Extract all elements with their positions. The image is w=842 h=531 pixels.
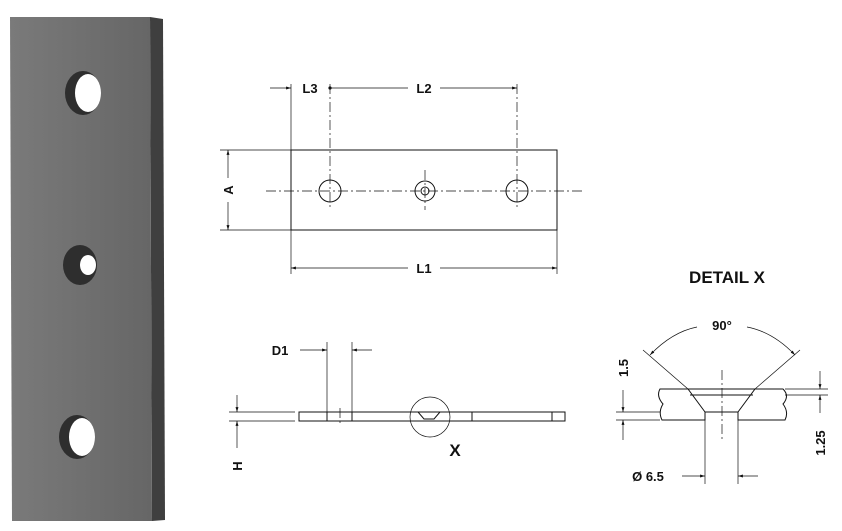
dim-d1: D1 [272,343,289,358]
photo-hole [63,245,97,285]
plate-outline [290,149,558,231]
dim-h: H [230,461,245,470]
hole [318,179,342,203]
plate-photo [10,17,165,521]
plate-edge [150,17,165,521]
detail-marker: X [449,441,461,460]
photo-hole [59,415,95,459]
dim-l3: L3 [302,81,317,96]
photo-hole [65,71,101,115]
side-view: X D1 H [229,342,566,471]
angle-label: 90° [712,318,732,333]
thickness-label: 1.25 [813,430,828,455]
detail-title: DETAIL X [689,268,766,287]
detail-x: DETAIL X 90° 1.5 1.25 Ø 6.5 [616,268,828,484]
depth-label: 1.5 [616,359,631,377]
dim-l2: L2 [416,81,431,96]
detail-x-circle [409,396,451,438]
countersunk-hole [414,180,436,202]
dim-a: A [221,185,236,195]
dim-l1: L1 [416,261,431,276]
top-view: L3 L2 L1 A [220,81,582,276]
diameter-label: Ø 6.5 [632,469,664,484]
hole [505,179,529,203]
